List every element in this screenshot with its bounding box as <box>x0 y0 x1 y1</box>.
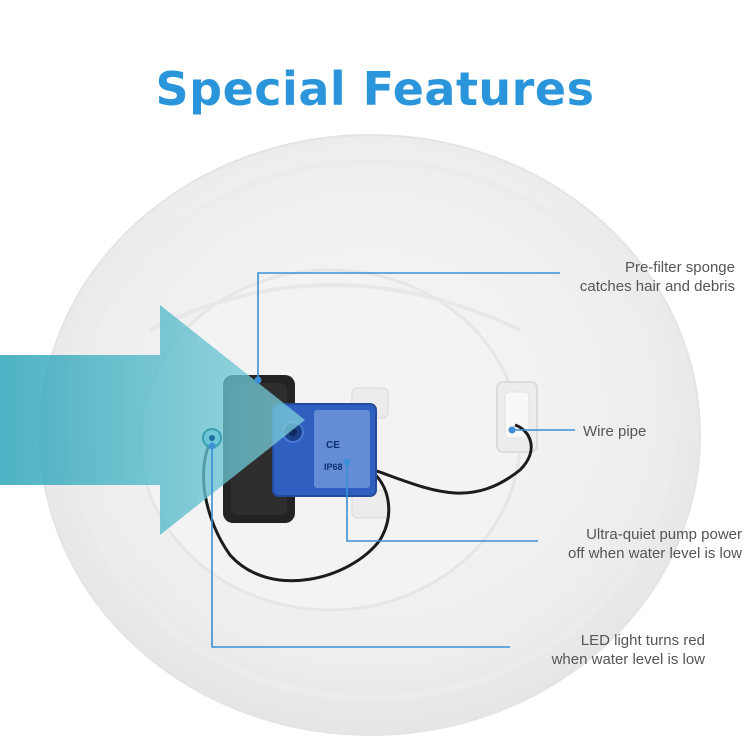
callout-wire: Wire pipe <box>583 422 743 441</box>
callout-led-line2: when water level is low <box>551 651 705 668</box>
page-title: Special Features <box>155 62 595 116</box>
callout-sponge: Pre-filter sponge catches hair and debri… <box>480 258 735 296</box>
callout-lines <box>211 272 575 648</box>
callout-led-line1: LED light turns red <box>580 632 705 649</box>
callout-line-sponge <box>257 272 560 380</box>
bowl-inner-ridge <box>149 283 521 332</box>
pump-ce-mark: CE <box>326 440 340 451</box>
callout-pump-line2: off when water level is low <box>568 545 742 562</box>
callout-pump-line1: Ultra-quiet pump power <box>586 526 742 543</box>
power-cable <box>373 423 533 495</box>
flow-arrow <box>0 305 305 535</box>
callout-sponge-line1: Pre-filter sponge <box>624 259 735 276</box>
callout-wire-line1: Wire pipe <box>583 423 647 440</box>
callout-led: LED light turns red when water level is … <box>480 631 705 669</box>
callout-pump: Ultra-quiet pump power off when water le… <box>480 525 742 563</box>
pump-ip-rating: IP68 <box>324 462 343 472</box>
callout-sponge-line2: catches hair and debris <box>579 278 735 295</box>
callout-line-pump <box>346 462 538 542</box>
callout-line-led <box>211 446 510 648</box>
